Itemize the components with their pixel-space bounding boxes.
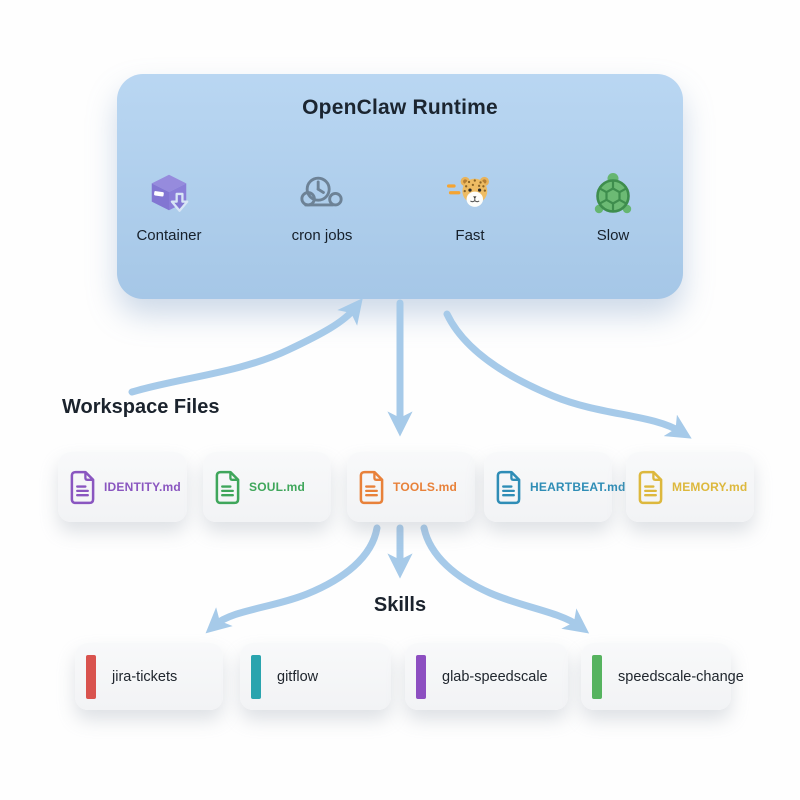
arrow-files-to-runtime <box>128 298 363 396</box>
runtime-item-label: Fast <box>455 227 485 244</box>
file-name: HEARTBEAT.md <box>530 480 626 494</box>
runtime-title: OpenClaw Runtime <box>302 96 498 119</box>
runtime-item-label: Container <box>136 227 202 244</box>
file-name: SOUL.md <box>249 480 306 494</box>
file-name: IDENTITY.md <box>104 480 181 494</box>
skill-color-bar <box>86 654 96 699</box>
file-card-soul: SOUL.md <box>203 452 331 522</box>
runtime-item-container: Container <box>114 170 224 244</box>
document-icon <box>359 470 384 504</box>
runtime-item-cron-jobs: cron jobs <box>267 170 377 244</box>
skills-heading: Skills <box>373 594 427 616</box>
package-icon <box>146 170 192 216</box>
runtime-item-label: cron jobs <box>291 227 353 244</box>
skill-name: glab-speedscale <box>442 668 548 685</box>
skill-color-bar <box>251 654 261 699</box>
file-card-heartbeat: HEARTBEAT.md <box>484 452 625 522</box>
turtle-icon <box>590 170 636 216</box>
document-icon <box>70 470 95 504</box>
document-icon <box>638 470 663 504</box>
arrow-runtime-to-memory <box>443 310 692 439</box>
skill-name: gitflow <box>277 668 319 685</box>
runtime-item-label: Slow <box>596 227 630 244</box>
skill-card-jira-tickets: jira-tickets <box>75 643 223 710</box>
document-icon <box>496 470 521 504</box>
skill-card-glab-speedscale: glab-speedscale <box>405 643 568 710</box>
skill-name: speedscale-change <box>618 668 744 685</box>
file-name: MEMORY.md <box>672 480 748 494</box>
cloud-clock-icon <box>299 170 345 216</box>
runtime-item-slow: Slow <box>558 170 668 244</box>
workspace-files-heading: Workspace Files <box>62 396 220 418</box>
file-card-tools: TOOLS.md <box>347 452 475 522</box>
document-icon <box>215 470 240 504</box>
file-name: TOOLS.md <box>393 480 458 494</box>
runtime-item-fast: Fast <box>415 170 525 244</box>
skill-color-bar <box>592 654 602 699</box>
file-card-identity: IDENTITY.md <box>58 452 187 522</box>
cheetah-icon <box>447 170 493 216</box>
runtime-panel: OpenClaw Runtime Container <box>117 74 683 299</box>
skill-card-gitflow: gitflow <box>240 643 391 710</box>
skill-card-speedscale-change: speedscale-change <box>581 643 744 710</box>
skill-color-bar <box>416 654 426 699</box>
skill-name: jira-tickets <box>112 668 178 685</box>
file-card-memory: MEMORY.md <box>626 452 754 522</box>
